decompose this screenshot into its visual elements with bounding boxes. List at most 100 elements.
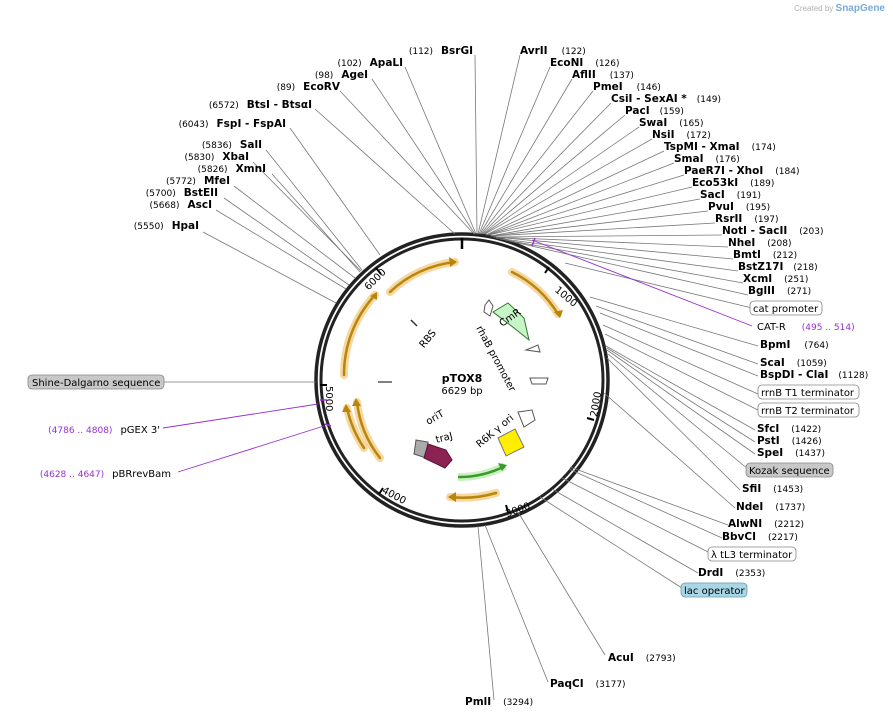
site-hpai[interactable]: HpaI [172, 220, 199, 232]
site-ecorv[interactable]: EcoRV [303, 81, 341, 93]
site-bglii[interactable]: BglII [748, 285, 775, 297]
site-fspi-fspai[interactable]: FspI - FspAI [217, 118, 287, 130]
site-csii-sexai[interactable]: CsiI - SexAI * [611, 93, 687, 105]
site-alwni[interactable]: AlwNI [728, 518, 762, 530]
site-saci[interactable]: SacI [700, 189, 725, 201]
site-btsi-btsai[interactable]: BtsI - BtsαI [247, 99, 312, 111]
site-bsrgi[interactable]: BsrGI [441, 45, 473, 57]
site-bbvci[interactable]: BbvCI [722, 531, 756, 543]
site-acui-pos: (2793) [646, 654, 676, 664]
site-agei[interactable]: AgeI [341, 69, 368, 81]
site-xmni-pos: (5826) [198, 165, 228, 175]
cat-r-primer[interactable]: CAT-R [757, 322, 786, 333]
tl3-label[interactable]: λ tL3 terminator [711, 550, 793, 561]
svg-text:(5668)AscI: (5668)AscI [150, 199, 212, 211]
site-noti-sacii[interactable]: NotI - SacII [722, 225, 787, 237]
site-bspdi-pos: (1128) [838, 371, 868, 381]
leader-avrii [477, 54, 521, 235]
site-ndei[interactable]: NdeI [736, 501, 763, 513]
site-aflii[interactable]: AflII [572, 69, 596, 81]
leader-bspdi [599, 312, 759, 377]
site-eco53ki[interactable]: Eco53kI [692, 177, 738, 189]
site-paer7i-xhoi[interactable]: PaeR7I - XhoI [684, 165, 763, 177]
leader-bsteii [223, 197, 350, 286]
site-xbai[interactable]: XbaI [222, 151, 249, 163]
site-xcmi[interactable]: XcmI [743, 273, 772, 285]
rrnb-t1-label[interactable]: rrnB T1 terminator [761, 388, 855, 399]
leader-csii [481, 102, 612, 235]
lac-operator-box [680, 582, 748, 598]
right-site-labels: AvrII(122) EcoNI(126) AflII(137) PmeI(14… [520, 45, 824, 297]
leader-eco53ki [488, 186, 693, 236]
site-mfei-pos: (5772) [166, 177, 196, 187]
site-tspmi-pos: (174) [752, 143, 776, 153]
site-pvui[interactable]: PvuI [708, 201, 734, 213]
svg-text:(89)EcoRV: (89)EcoRV [277, 81, 341, 93]
leader-sfii [606, 357, 741, 491]
site-paqci[interactable]: PaqCI [550, 678, 584, 690]
svg-text:(5772)MfeI: (5772) MfeI [166, 175, 230, 187]
svg-text:BbvCI(2217): BbvCI(2217) [722, 531, 798, 543]
site-spei[interactable]: SpeI [757, 447, 783, 459]
site-agei-pos: (98) [315, 71, 333, 81]
tick-2000 [586, 417, 595, 421]
svg-text:BpmI(764): BpmI(764) [760, 339, 829, 351]
rrnb-t1-box [757, 384, 860, 400]
site-bsteii[interactable]: BstEII [184, 187, 218, 199]
site-sali[interactable]: SalI [240, 139, 262, 151]
site-sfii[interactable]: SfiI [742, 483, 761, 495]
site-tspmi-xmai[interactable]: TspMI - XmaI [664, 141, 740, 153]
site-smai-pos: (176) [716, 155, 740, 165]
leader-sali [265, 149, 363, 271]
traj-arrow [423, 443, 453, 469]
rrnb-t2-label[interactable]: rrnB T2 terminator [761, 406, 855, 417]
orf-arc-4 [355, 400, 382, 460]
orf-arc-3 [342, 293, 377, 377]
site-xcmi-pos: (251) [784, 275, 808, 285]
site-mfei[interactable]: MfeI [204, 175, 230, 187]
site-acui[interactable]: AcuI [608, 652, 634, 664]
site-drdi[interactable]: DrdI [698, 567, 723, 579]
pbrrevbam-primer[interactable]: pBRrevBam [112, 469, 171, 480]
site-pmei[interactable]: PmeI [593, 81, 623, 93]
site-psti[interactable]: PstI [757, 435, 780, 447]
site-rsrii[interactable]: RsrII [715, 213, 742, 225]
kozak-label[interactable]: Kozak sequence [749, 466, 830, 477]
svg-text:PmlI(3294): PmlI(3294) [465, 696, 533, 708]
site-csii-pos: (149) [697, 95, 721, 105]
site-bspdi-clai[interactable]: BspDI - ClaI [760, 369, 828, 381]
site-sfci[interactable]: SfcI [757, 423, 779, 435]
leader-paci [482, 114, 626, 235]
site-econi[interactable]: EcoNI [550, 57, 583, 69]
site-nsii[interactable]: NsiI [652, 129, 675, 141]
site-avrii[interactable]: AvrII [520, 45, 548, 57]
leader-econi [478, 66, 551, 235]
site-bmti[interactable]: BmtI [733, 249, 761, 261]
site-bmti-pos: (212) [773, 251, 797, 261]
svg-text:(5826)XmnI: (5826) XmnI [198, 163, 266, 175]
site-xmni[interactable]: XmnI [236, 163, 266, 175]
site-bstz17i[interactable]: BstZ17I [738, 261, 783, 273]
site-paci[interactable]: PacI [625, 105, 650, 117]
site-scai[interactable]: ScaI [760, 357, 785, 369]
site-apali[interactable]: ApaLI [370, 57, 403, 69]
cmr-arrow [492, 302, 530, 342]
shine-dalgarno-label[interactable]: Shine-Dalgarno sequence [32, 378, 160, 389]
site-asci[interactable]: AscI [187, 199, 212, 211]
svg-text:DrdI(2353): DrdI(2353) [698, 567, 765, 579]
site-bpmi[interactable]: BpmI [760, 339, 790, 351]
pgex3-pos: (4786 .. 4808) [48, 426, 112, 436]
cat-r-tick [531, 237, 536, 247]
leader-rrnb-t1 [602, 324, 759, 395]
site-nhei[interactable]: NheI [728, 237, 755, 249]
svg-text:BspDI - ClaI(1128): BspDI - ClaI (1128) [760, 369, 868, 381]
site-paci-pos: (159) [660, 107, 684, 117]
site-swai[interactable]: SwaI [639, 117, 667, 129]
watermark-brand: SnapGene [835, 3, 885, 14]
lac-operator-label[interactable]: lac operator [684, 586, 745, 597]
site-smai[interactable]: SmaI [674, 153, 704, 165]
site-pmli[interactable]: PmlI [465, 696, 491, 708]
orf-arrowhead-1 [449, 257, 457, 267]
pgex3-primer[interactable]: pGEX 3' [120, 425, 160, 436]
cat-promoter-label[interactable]: cat promoter [753, 304, 819, 315]
